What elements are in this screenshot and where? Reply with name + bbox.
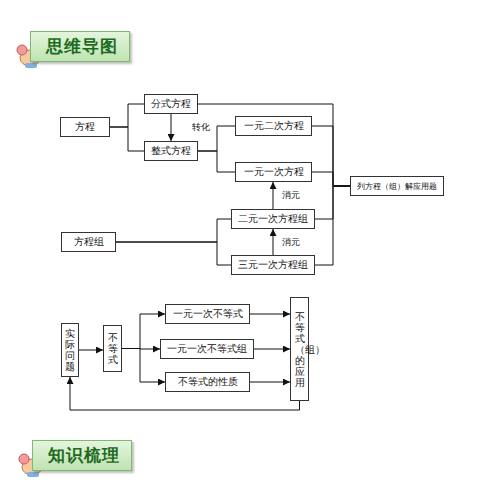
node-text: 思维导图	[46, 36, 118, 56]
node-text: 不等式的性质	[178, 376, 238, 388]
icon-cuff	[27, 472, 39, 477]
node-text: 方程	[75, 121, 95, 133]
node-text: 知识梳理	[48, 445, 120, 465]
node-text: 二元一次方程组	[238, 213, 308, 225]
connector	[122, 314, 165, 349]
connector	[254, 349, 290, 350]
connector	[315, 186, 350, 265]
node-text: 方程组	[74, 236, 104, 248]
connector	[116, 219, 231, 242]
process-box: 整式方程	[144, 141, 198, 161]
node-text: 实际问题	[65, 328, 75, 372]
vertical-box: 实际问题	[61, 323, 79, 377]
connector	[79, 350, 103, 351]
edge-label: 转化	[191, 122, 211, 133]
connector	[122, 349, 165, 383]
node-text: 整式方程	[151, 145, 191, 157]
connector	[171, 114, 172, 141]
section-badge: 思维导图	[30, 31, 130, 62]
process-box: 一元二次方程	[235, 116, 312, 136]
connector	[250, 382, 290, 383]
icon-dot	[17, 45, 27, 55]
connector	[273, 182, 274, 209]
connector	[273, 229, 274, 255]
process-box: 方程	[60, 117, 110, 137]
process-box: 一元一次不等式组	[160, 339, 254, 359]
process-box: 不等式的性质	[165, 372, 250, 392]
process-box: 分式方程	[144, 94, 198, 114]
connector	[250, 314, 290, 315]
edge-label: 消元	[281, 190, 301, 201]
icon-cuff	[25, 63, 37, 68]
process-box: 二元一次方程组	[231, 209, 315, 229]
node-text: 分式方程	[151, 98, 191, 110]
process-box: 方程组	[61, 232, 116, 252]
vertical-box: 不等式（组）的应用	[290, 297, 309, 401]
icon-dot	[19, 454, 29, 464]
section-badge: 知识梳理	[32, 440, 132, 471]
vertical-box: 不等式	[103, 325, 122, 372]
connector	[70, 377, 300, 410]
node-text: 三元一次方程组	[238, 259, 308, 271]
node-text: 一元一次方程	[244, 166, 304, 178]
connector	[198, 151, 235, 172]
connector	[110, 127, 144, 151]
node-text: 列方程（组）解应用题	[357, 182, 437, 191]
connector	[312, 126, 350, 186]
process-box: 一元一次不等式	[165, 304, 250, 324]
process-box: 一元一次方程	[235, 162, 312, 182]
node-text: 一元一次不等式	[173, 308, 243, 320]
process-box: 三元一次方程组	[231, 255, 315, 275]
node-text: 不等式（组）的应用	[295, 311, 305, 388]
node-text: 不等式	[108, 332, 118, 365]
connector	[198, 104, 350, 186]
connector	[312, 172, 350, 186]
process-box: 列方程（组）解应用题	[350, 176, 444, 196]
edge-label: 消元	[281, 237, 301, 248]
connector	[116, 242, 231, 265]
node-text: 一元一次不等式组	[167, 343, 247, 355]
node-text: 一元二次方程	[244, 120, 304, 132]
connector	[110, 104, 144, 127]
